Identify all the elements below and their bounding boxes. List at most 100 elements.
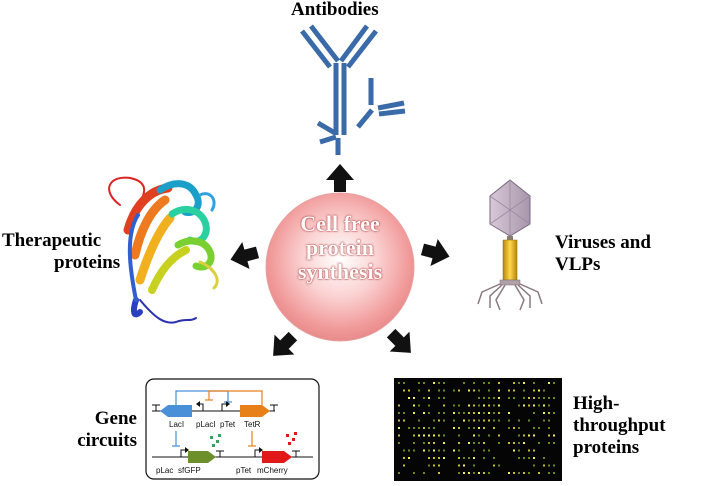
microarray-spot — [488, 397, 490, 399]
bacteriophage-icon — [477, 179, 543, 311]
microarray-spot — [438, 472, 440, 474]
microarray-spot — [398, 419, 400, 422]
microarray-spot — [488, 472, 490, 474]
microarray-spot — [528, 397, 530, 399]
microarray-spot — [413, 427, 415, 429]
microarray-spot — [498, 397, 500, 399]
microarray-spot — [428, 434, 430, 437]
microarray-spot — [443, 442, 445, 444]
microarray-spot — [533, 389, 535, 392]
microarray-spot — [418, 382, 420, 384]
microarray-spot — [513, 382, 515, 384]
microarray-spot — [418, 434, 420, 437]
microarray-spot — [463, 472, 465, 474]
sfgfp-gene — [188, 451, 216, 463]
microarray-spot — [508, 442, 510, 444]
arrow-down-left — [273, 331, 298, 356]
microarray-spot — [403, 382, 405, 384]
microarray-spot — [478, 404, 480, 407]
microarray-spot — [408, 449, 410, 452]
gc-label-tetr: TetR — [244, 420, 261, 429]
microarray-spot — [513, 442, 515, 444]
microarray-spot — [543, 412, 545, 414]
center-line-1: Cell free — [300, 211, 380, 236]
gc-label-ptet-top: pTet — [220, 420, 236, 429]
microarray-spot — [523, 404, 525, 407]
microarray-spot — [473, 427, 475, 429]
microarray-spot — [483, 382, 485, 384]
microarray-spot — [483, 404, 485, 407]
microarray-spot — [513, 427, 515, 429]
antibody-icon — [300, 24, 406, 155]
microarray-spot — [423, 472, 425, 474]
microarray-spot — [473, 434, 475, 437]
label-htp-line-2: proteins — [573, 437, 640, 458]
label-therapeutic-line-1: Therapeutic — [2, 230, 102, 251]
microarray-spot — [458, 427, 460, 429]
microarray-spot — [523, 434, 525, 437]
microarray-spot — [513, 389, 515, 392]
microarray-spot — [468, 419, 470, 422]
microarray-spot — [523, 442, 525, 444]
gc-label-placi: pLacI — [196, 420, 216, 429]
microarray-spot — [493, 427, 495, 429]
microarray-spot — [418, 427, 420, 429]
microarray-spot — [478, 412, 480, 414]
microarray-spot — [548, 404, 550, 407]
microarray-spot — [478, 397, 480, 399]
microarray-spot — [498, 412, 500, 414]
microarray-spot — [513, 397, 515, 399]
microarray-spot — [473, 419, 475, 422]
microarray-spot — [413, 404, 415, 407]
microarray-spot — [498, 404, 500, 407]
microarray-spot — [433, 434, 435, 437]
label-gene-line-1: Gene — [94, 408, 137, 429]
microarray-spot — [438, 412, 440, 414]
laci-gene — [160, 405, 192, 417]
microarray-spot — [473, 442, 475, 444]
microarray-spot — [423, 427, 425, 429]
microarray-spot — [533, 449, 535, 452]
microarray-spot — [533, 464, 535, 467]
microarray-spot — [553, 382, 555, 384]
center-line-2: protein — [305, 235, 375, 260]
label-htp-line-1: High-throughput — [573, 393, 666, 436]
microarray-spot — [508, 419, 510, 422]
microarray-spot — [553, 442, 555, 444]
microarray-spot — [463, 382, 465, 384]
microarray-spot — [533, 397, 535, 399]
microarray-spot — [533, 457, 535, 459]
microarray-spot — [438, 389, 440, 392]
microarray-spot — [413, 397, 415, 399]
microarray-spot — [553, 472, 555, 474]
microarray-spot — [433, 442, 435, 444]
microarray-spot — [488, 412, 490, 414]
microarray-spot — [498, 419, 500, 422]
tetr-gene — [240, 405, 270, 417]
microarray-spot — [543, 404, 545, 407]
label-gene-circuits: Gene circuits — [75, 408, 137, 452]
microarray-spot — [518, 472, 520, 474]
microarray-spot — [533, 404, 535, 407]
microarray-spot — [403, 449, 405, 452]
microarray-spot — [468, 427, 470, 429]
microarray-spot — [433, 464, 435, 467]
microarray-spot — [428, 412, 430, 414]
microarray-spot — [468, 442, 470, 444]
microarray-spot — [428, 442, 430, 444]
microarray-image — [394, 378, 562, 481]
microarray-spot — [468, 389, 470, 392]
microarray-spot — [443, 457, 445, 459]
microarray-spot — [548, 397, 550, 399]
microarray-spot — [413, 442, 415, 444]
center-sphere — [265, 192, 415, 342]
microarray-spot — [428, 397, 430, 399]
microarray-spot — [428, 457, 430, 459]
microarray-spot — [408, 427, 410, 429]
microarray-spot — [508, 389, 510, 392]
label-viruses-line-2: VLPs — [555, 254, 601, 275]
microarray-spot — [443, 404, 445, 407]
microarray-spot — [543, 457, 545, 459]
microarray-spot — [458, 457, 460, 459]
